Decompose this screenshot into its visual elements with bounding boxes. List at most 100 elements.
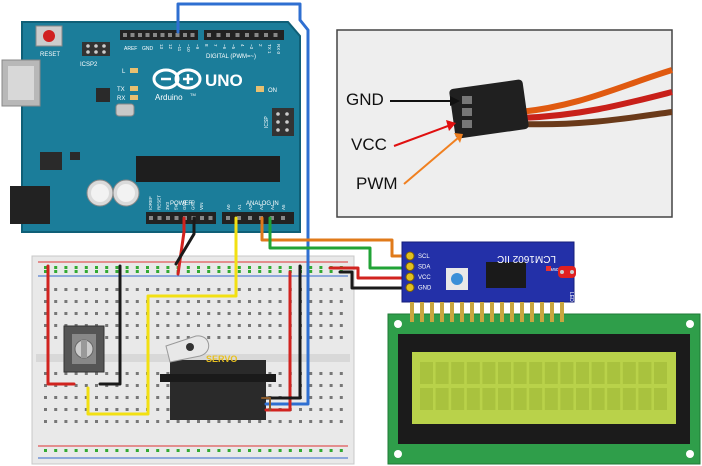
digital-header-right	[204, 30, 284, 40]
breadboard-hole	[146, 270, 149, 273]
lcd-char-cell	[638, 362, 652, 384]
breadboard-hole	[237, 420, 241, 423]
crystal	[115, 103, 135, 117]
breadboard-hole	[309, 270, 313, 273]
i2c-pin-label: SCL	[418, 254, 430, 260]
breadboard-hole	[105, 408, 109, 411]
header-pin-hole	[270, 216, 274, 220]
breadboard-hole	[156, 449, 160, 452]
breadboard-hole	[227, 420, 231, 423]
header-pin-hole	[123, 33, 127, 37]
rx-led	[130, 95, 138, 100]
header-pin-hole	[153, 33, 157, 37]
breadboard-hole	[278, 288, 282, 291]
servo-connector	[449, 79, 529, 139]
breadboard-hole	[309, 336, 313, 339]
breadboard-hole	[156, 372, 160, 375]
gnd-top-label: GND	[142, 46, 154, 52]
breadboard-hole	[227, 270, 231, 273]
pcf8574-chip	[486, 262, 526, 288]
lcd-char-cell	[591, 362, 605, 384]
breadboard-hole	[268, 372, 272, 375]
lcd-header-pin	[520, 302, 524, 322]
i2c-pin	[405, 251, 415, 261]
breadboard-hole	[105, 312, 109, 315]
breadboard-hole	[176, 420, 180, 423]
header-pin-hole	[226, 216, 230, 220]
breadboard-hole	[166, 420, 170, 423]
breadboard-hole	[197, 324, 200, 327]
breadboard-hole	[156, 312, 160, 315]
breadboard-hole	[309, 300, 313, 303]
pwm-arrow	[403, 137, 459, 185]
breadboard-hole	[268, 384, 272, 387]
power-pin-label: IOREF	[148, 196, 153, 210]
breadboard-hole	[258, 420, 262, 423]
lcd-header-pin	[530, 302, 534, 322]
breadboard-hole	[237, 449, 241, 452]
breadboard-hole	[95, 300, 98, 303]
breadboard-hole	[197, 266, 200, 269]
lcd-char-cell	[544, 362, 558, 384]
breadboard-hole	[74, 312, 78, 315]
breadboard-hole	[176, 449, 180, 452]
wire-orange-a5	[260, 216, 412, 258]
breadboard-hole	[217, 449, 221, 452]
breadboard-hole	[135, 324, 139, 327]
digital-pin-label: ~5	[231, 44, 236, 50]
breadboard-hole	[217, 270, 221, 273]
breadboard-hole	[176, 300, 180, 303]
breadboard-hole	[339, 336, 343, 339]
breadboard-hole	[156, 270, 160, 273]
breadboard-hole	[105, 270, 109, 273]
breadboard-hole	[64, 266, 68, 269]
lcd-char-cell	[451, 362, 465, 384]
breadboard-hole	[135, 384, 139, 387]
analog-pin-label: A2	[248, 204, 253, 210]
breadboard-hole	[74, 396, 78, 399]
breadboard-hole	[125, 396, 129, 399]
lcd-char-cell	[498, 362, 511, 384]
breadboard-hole	[329, 449, 333, 452]
header-pin-hole	[248, 216, 252, 220]
power-pin-label: VIN	[199, 202, 204, 210]
breadboard-hole	[44, 408, 47, 411]
breadboard-hole	[227, 449, 231, 452]
breadboard-hole	[84, 396, 88, 399]
breadboard-hole	[299, 420, 302, 423]
led-jumper	[558, 266, 576, 278]
breadboard-hole	[186, 449, 190, 452]
breadboard-hole	[156, 266, 160, 269]
power-led	[546, 266, 551, 271]
breadboard-hole	[95, 384, 98, 387]
breadboard-hole	[115, 396, 119, 399]
breadboard-hole	[288, 449, 292, 452]
breadboard-hole	[105, 300, 109, 303]
header-pin-hole	[175, 33, 180, 37]
breadboard-hole	[237, 324, 241, 327]
lcd-char-cell	[451, 388, 465, 410]
breadboard-hole	[166, 372, 170, 375]
breadboard-hole	[64, 288, 68, 291]
breadboard-hole	[135, 449, 139, 452]
breadboard-hole	[309, 408, 313, 411]
digital-pin-label: 12	[168, 44, 173, 50]
on-led	[256, 86, 264, 92]
cable-orange	[519, 67, 673, 115]
lcd-char-cell	[466, 388, 480, 410]
lcd-char-cell	[529, 388, 543, 410]
wire-red-bb-left	[46, 264, 76, 386]
lcd-header-pin	[460, 302, 464, 322]
digital-pin-label: 8	[204, 44, 209, 47]
breadboard-hole	[166, 336, 170, 339]
breadboard-hole	[207, 300, 211, 303]
breadboard-hole	[84, 420, 88, 423]
breadboard-hole	[329, 324, 333, 327]
lcd-header-pin	[480, 302, 484, 322]
breadboard-hole	[339, 420, 343, 423]
tx-led-label: TX	[117, 87, 125, 93]
breadboard-hole	[74, 300, 78, 303]
breadboard-hole	[95, 312, 98, 315]
breadboard-hole	[156, 384, 160, 387]
